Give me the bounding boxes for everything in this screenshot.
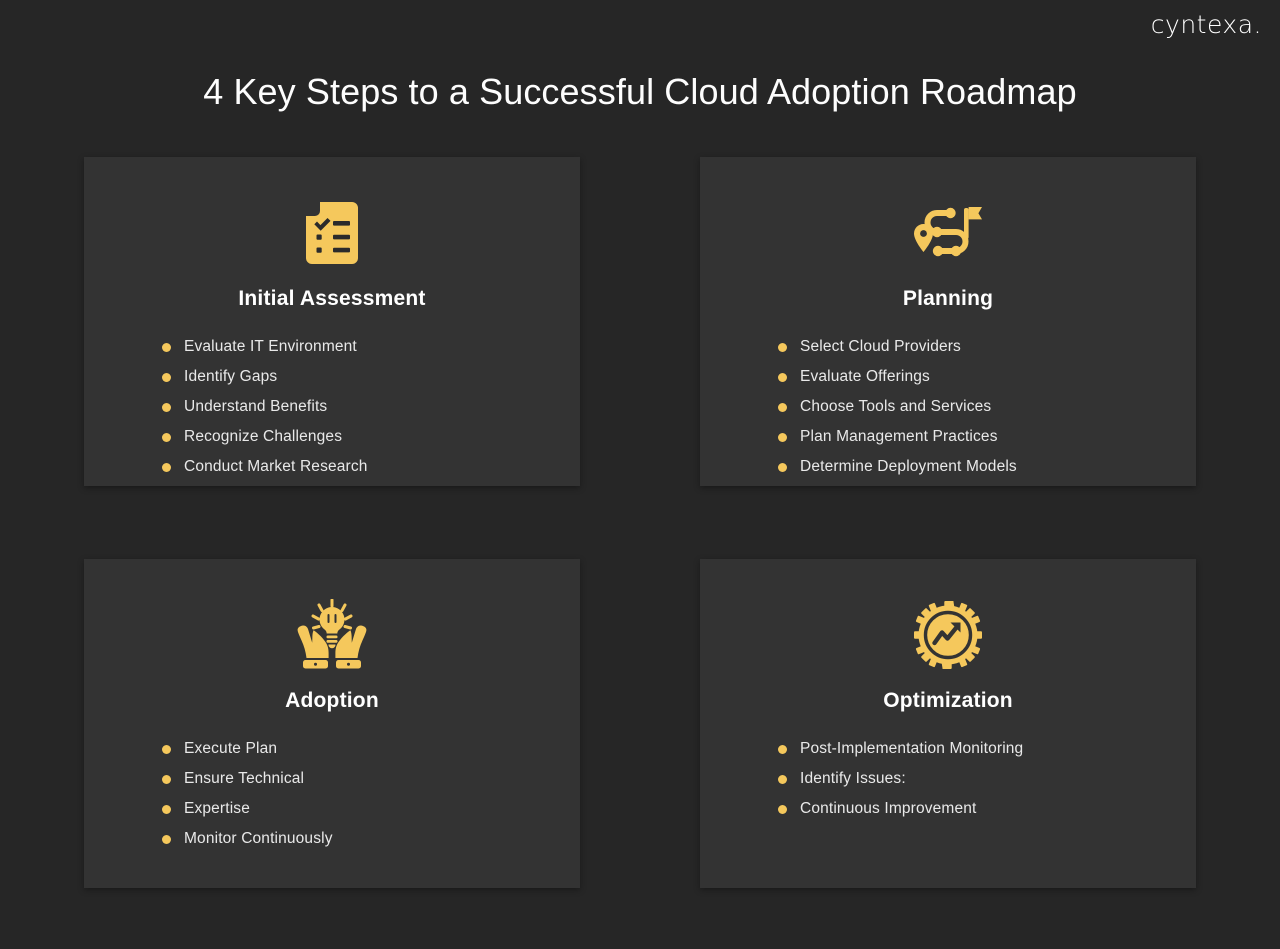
bullet-icon <box>778 744 787 754</box>
bullet-icon <box>162 372 171 382</box>
list-item-label: Understand Benefits <box>184 398 328 415</box>
list-item-label: Conduct Market Research <box>184 458 368 475</box>
card-title: Planning <box>902 287 994 310</box>
list-item-label: Continuous Improvement <box>800 800 977 817</box>
card-optimization[interactable]: Optimization Post-Implementation Monitor… <box>700 559 1196 888</box>
card-planning[interactable]: Planning Select Cloud Providers Evaluate… <box>700 157 1196 486</box>
bullet-icon <box>778 804 787 814</box>
card-grid: Initial Assessment Evaluate IT Environme… <box>84 157 1196 888</box>
list-item-label: Identify Gaps <box>184 368 278 385</box>
list-item: Post-Implementation Monitoring <box>778 734 1196 764</box>
list-item: Choose Tools and Services <box>778 392 1196 422</box>
list-item: Conduct Market Research <box>162 452 580 482</box>
list-item-label: Evaluate Offerings <box>800 368 930 385</box>
card-list: Post-Implementation Monitoring Identify … <box>700 734 1196 824</box>
list-item: Recognize Challenges <box>162 422 580 452</box>
list-item: Evaluate IT Environment <box>162 332 580 362</box>
list-item-label: Determine Deployment Models <box>800 458 1017 475</box>
bullet-icon <box>162 774 171 784</box>
list-item-label: Plan Management Practices <box>800 428 998 445</box>
card-title: Optimization <box>883 689 1013 712</box>
list-item-label: Expertise <box>184 800 250 817</box>
list-item: Evaluate Offerings <box>778 362 1196 392</box>
bullet-icon <box>778 372 787 382</box>
list-item: Identify Gaps <box>162 362 580 392</box>
list-item-label: Execute Plan <box>184 740 278 757</box>
hands-holding-lightbulb-icon <box>295 596 369 674</box>
card-title: Initial Assessment <box>238 287 426 310</box>
bullet-icon <box>778 462 787 472</box>
checklist-document-icon <box>306 194 358 272</box>
bullet-icon <box>778 402 787 412</box>
bullet-icon <box>162 744 171 754</box>
card-title: Adoption <box>285 689 379 712</box>
list-item: Identify Issues: <box>778 764 1196 794</box>
bullet-icon <box>162 834 171 844</box>
page-title: 4 Key Steps to a Successful Cloud Adopti… <box>203 71 1077 113</box>
gear-trending-arrow-icon <box>914 596 982 674</box>
list-item-label: Monitor Continuously <box>184 830 333 847</box>
list-item: Select Cloud Providers <box>778 332 1196 362</box>
list-item: Understand Benefits <box>162 392 580 422</box>
bullet-icon <box>162 402 171 412</box>
list-item: Plan Management Practices <box>778 422 1196 452</box>
list-item-label: Identify Issues: <box>800 770 906 787</box>
list-item-label: Post-Implementation Monitoring <box>800 740 1024 757</box>
bullet-icon <box>162 432 171 442</box>
bullet-icon <box>162 342 171 352</box>
card-list: Evaluate IT Environment Identify Gaps Un… <box>84 332 580 482</box>
list-item: Ensure Technical <box>162 764 580 794</box>
bullet-icon <box>778 342 787 352</box>
card-list: Select Cloud Providers Evaluate Offering… <box>700 332 1196 482</box>
list-item-label: Choose Tools and Services <box>800 398 992 415</box>
card-initial-assessment[interactable]: Initial Assessment Evaluate IT Environme… <box>84 157 580 486</box>
bullet-icon <box>162 462 171 472</box>
list-item-label: Evaluate IT Environment <box>184 338 357 355</box>
list-item: Determine Deployment Models <box>778 452 1196 482</box>
list-item: Execute Plan <box>162 734 580 764</box>
bullet-icon <box>162 804 171 814</box>
card-adoption[interactable]: Adoption Execute Plan Ensure Technical E… <box>84 559 580 888</box>
list-item-label: Recognize Challenges <box>184 428 343 445</box>
list-item-label: Ensure Technical <box>184 770 305 787</box>
bullet-icon <box>778 774 787 784</box>
list-item: Expertise <box>162 794 580 824</box>
bullet-icon <box>778 432 787 442</box>
cyntexa-logo: cyntexa. <box>1150 10 1262 39</box>
list-item: Monitor Continuously <box>162 824 580 854</box>
card-list: Execute Plan Ensure Technical Expertise … <box>84 734 580 854</box>
route-map-flag-icon <box>912 194 984 272</box>
list-item: Continuous Improvement <box>778 794 1196 824</box>
list-item-label: Select Cloud Providers <box>800 338 961 355</box>
